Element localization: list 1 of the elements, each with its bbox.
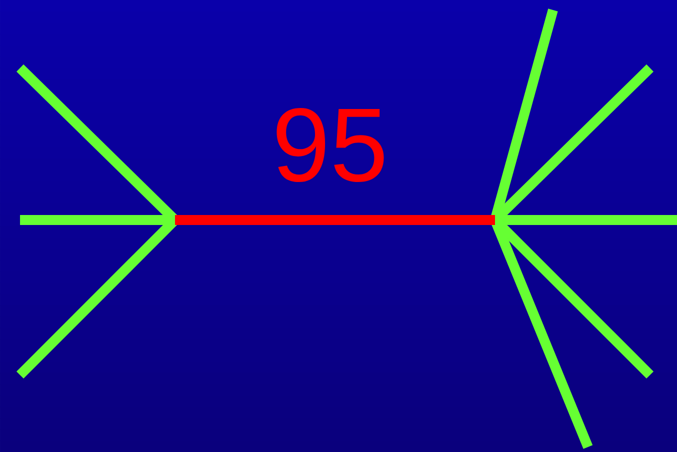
branch-label: 95 xyxy=(276,108,384,182)
